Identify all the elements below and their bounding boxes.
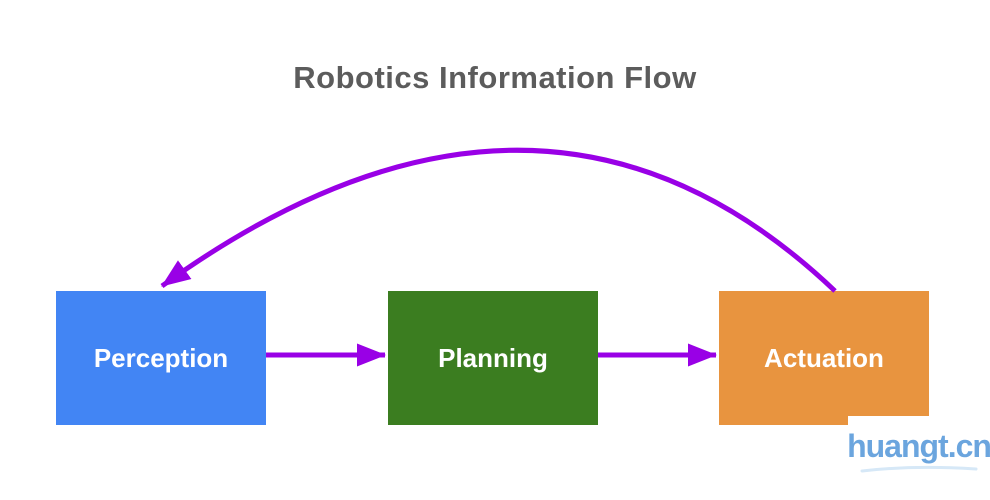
node-perception-label: Perception bbox=[93, 342, 229, 373]
feedback-arrow-actuation-to-perception bbox=[160, 147, 837, 293]
node-actuation: Actuation bbox=[719, 291, 929, 425]
node-perception: Perception bbox=[56, 291, 266, 425]
watermark-swoosh-icon bbox=[860, 465, 978, 473]
watermark: huangt.cn bbox=[847, 416, 990, 488]
node-planning: Planning bbox=[388, 291, 598, 425]
watermark-text: huangt.cn bbox=[847, 428, 990, 464]
node-planning-label: Planning bbox=[438, 342, 548, 373]
node-actuation-label: Actuation bbox=[764, 342, 884, 373]
diagram-title: Robotics Information Flow bbox=[293, 60, 697, 95]
